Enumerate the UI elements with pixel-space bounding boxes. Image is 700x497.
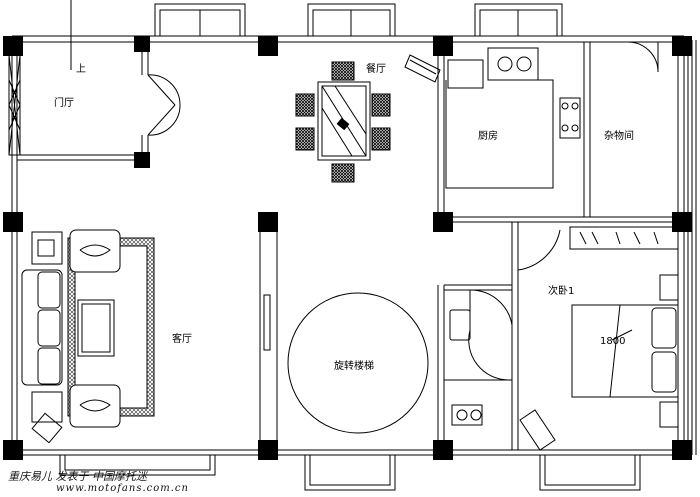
living-divider xyxy=(259,222,278,450)
living-furniture xyxy=(21,229,155,444)
right-edge-lines xyxy=(687,40,697,455)
spiral-stair xyxy=(287,292,429,434)
top-window-bays xyxy=(154,3,563,36)
kitchen-walls xyxy=(437,41,678,223)
room-label-bedroom: 次卧1 xyxy=(548,286,575,297)
room-label-living: 客厅 xyxy=(172,334,192,345)
bottom-window-bays xyxy=(59,455,641,491)
dining-set xyxy=(295,54,441,183)
room-label-foyer: 门厅 xyxy=(54,98,74,109)
room-label-stair: 旋转楼梯 xyxy=(334,361,374,372)
bedroom-walls xyxy=(511,221,679,451)
watermark-line1: 重庆易儿 发表于 中国摩托迷 xyxy=(8,470,147,483)
up-mark: 上 xyxy=(76,64,86,75)
bathroom xyxy=(437,284,513,450)
room-label-storage: 杂物间 xyxy=(604,131,634,142)
watermark-line2: www.motofans.com.cn xyxy=(56,483,189,494)
room-label-kitchen: 厨房 xyxy=(478,131,498,142)
foyer-walls xyxy=(17,42,181,161)
room-label-dining: 餐厅 xyxy=(366,64,386,75)
columns xyxy=(3,36,692,460)
foyer-window xyxy=(8,54,21,156)
bed-size-label: 1800 xyxy=(600,336,626,347)
